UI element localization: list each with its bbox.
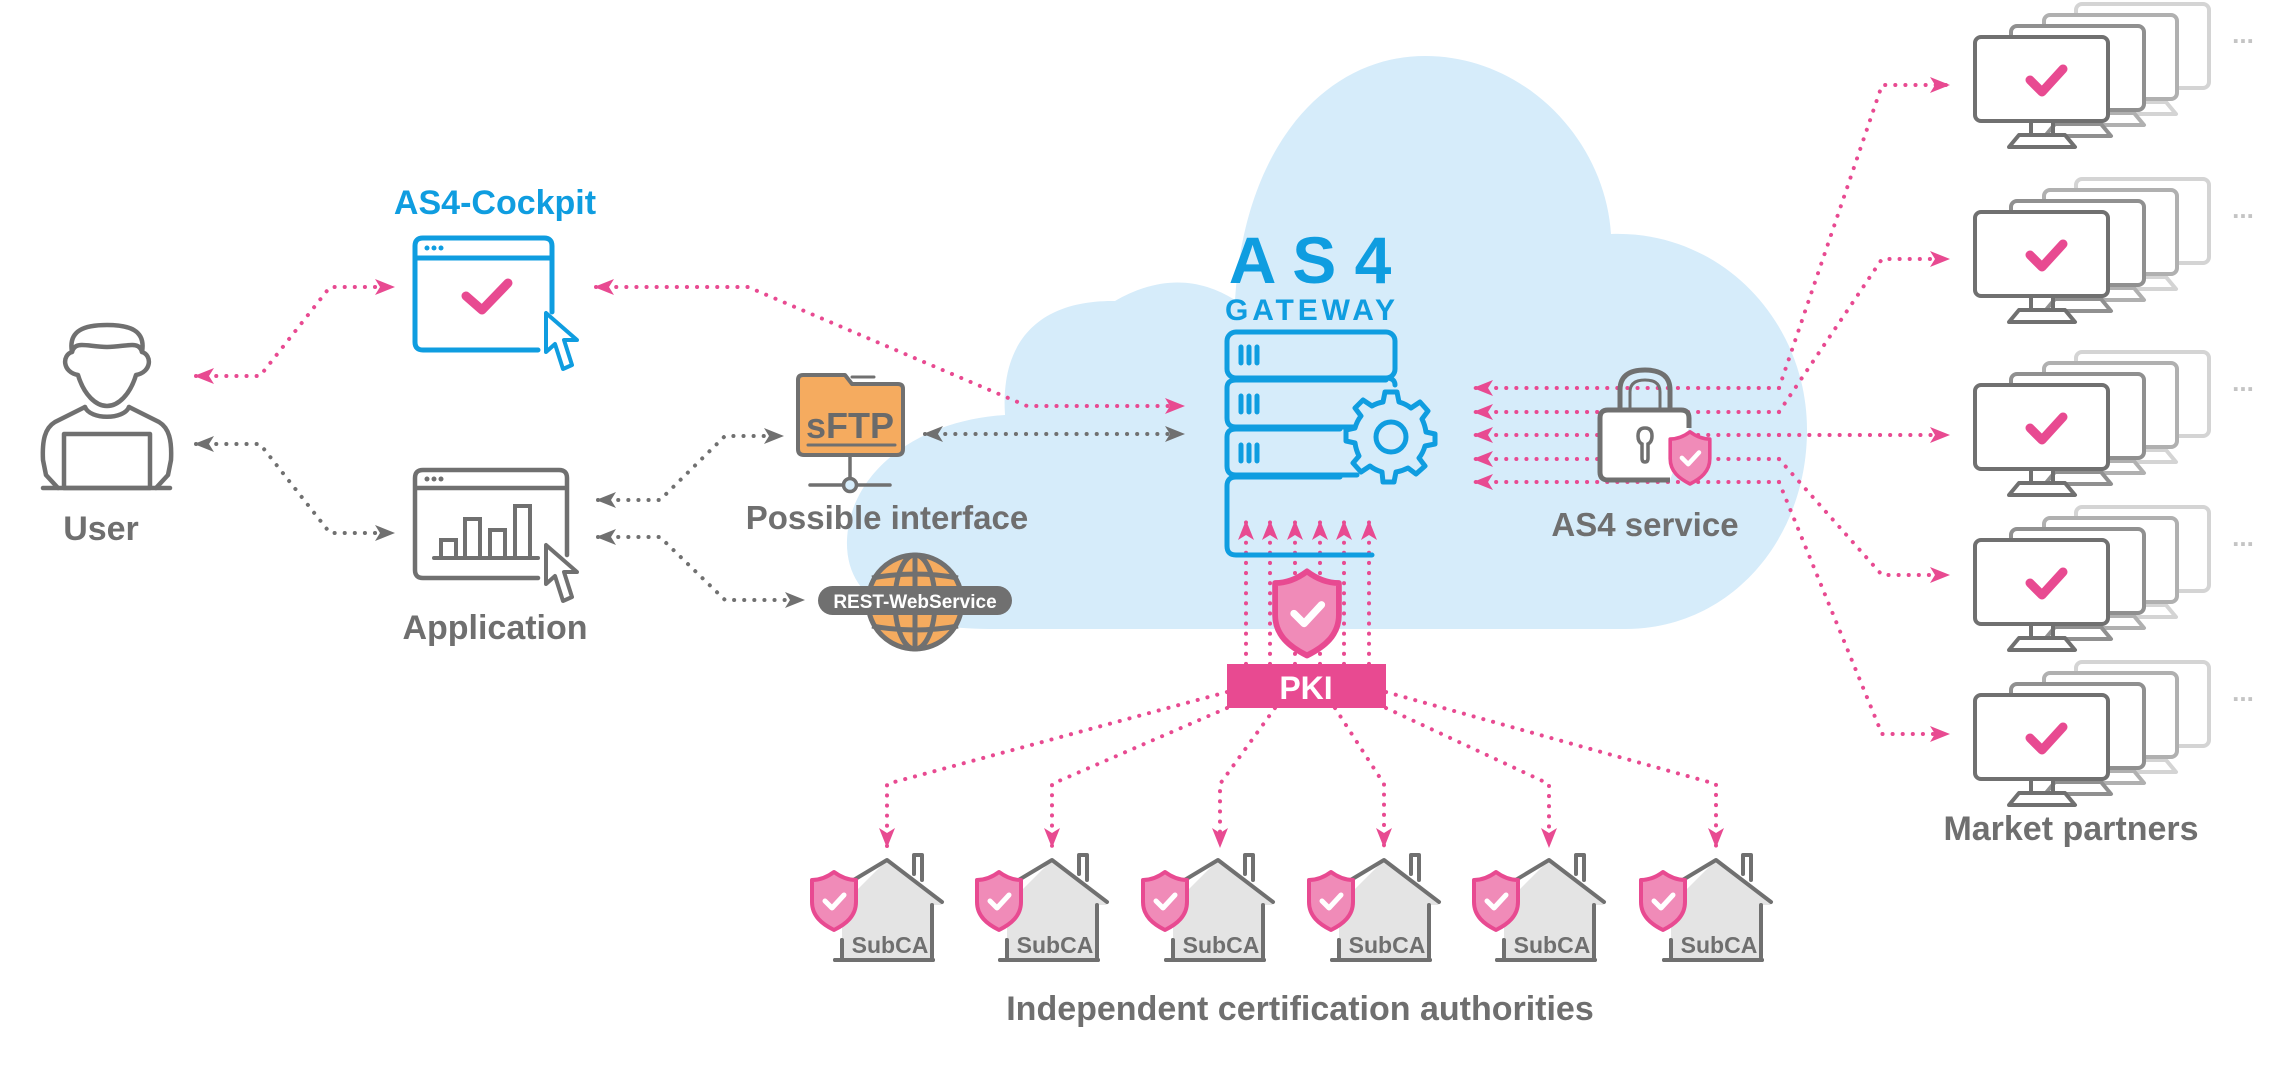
market-partner-item[interactable]: ... <box>1973 505 2254 652</box>
market-partners: ............... <box>1973 2 2254 807</box>
cloud-background <box>846 56 1807 629</box>
pki-subca-link-4 <box>1333 706 1392 848</box>
pki-box <box>1227 664 1386 708</box>
service-partner-link-4 <box>1777 457 1950 583</box>
check-icon <box>2025 567 2068 600</box>
pki-subca-link-2 <box>1044 706 1229 848</box>
application-rest-link <box>596 529 805 608</box>
subca-item[interactable]: SubCA <box>1641 848 1773 962</box>
pki-subca-link-1 <box>879 690 1229 848</box>
as4-gateway-node[interactable]: A S 4 GATEWAY <box>1224 223 1438 558</box>
user-application-link <box>194 436 395 541</box>
sftp-text: sFTP <box>806 405 894 446</box>
shield-check-icon <box>977 872 1021 930</box>
pki-subca-link-5 <box>1384 706 1557 848</box>
market-partner-item[interactable]: ... <box>1973 660 2254 807</box>
subca-item[interactable]: SubCA <box>812 848 944 962</box>
subca-label: SubCA <box>852 932 929 958</box>
browser-window-bar-chart-icon <box>412 467 579 603</box>
gateway-title: A S 4 <box>1229 223 1392 297</box>
cockpit-title: AS4-Cockpit <box>394 184 596 222</box>
rest-pill <box>818 586 1012 615</box>
service-partner-link-1 <box>1777 77 1950 390</box>
application-sftp-link <box>596 428 784 508</box>
user-label: User <box>63 510 139 548</box>
shield-check-icon <box>1474 872 1518 930</box>
shield-check-icon <box>1309 872 1353 930</box>
market-partner-item[interactable]: ... <box>1973 350 2254 497</box>
service-partner-link-2 <box>1777 251 1950 414</box>
user-node[interactable]: User <box>40 322 174 548</box>
padlock-shield-icon <box>1597 367 1710 484</box>
market-partners-label: Market partners <box>1943 810 2198 848</box>
user-cockpit-link <box>194 279 395 384</box>
application-label: Application <box>402 609 587 647</box>
check-icon <box>2025 64 2068 97</box>
more-indicator: ... <box>2232 19 2254 49</box>
shield-check-icon <box>812 872 856 930</box>
possible-interface-label: Possible interface <box>746 499 1028 536</box>
as4-service-label: AS4 service <box>1551 506 1738 543</box>
check-icon <box>2025 412 2068 445</box>
pki-subca-link-3 <box>1212 706 1277 848</box>
check-icon <box>2025 239 2068 272</box>
certification-authorities: SubCA SubCA SubCA SubCA SubCA SubCA Inde… <box>812 848 1773 1028</box>
shield-check-icon <box>1275 571 1339 655</box>
market-partner-item[interactable]: ... <box>1973 2 2254 149</box>
more-indicator: ... <box>2232 522 2254 552</box>
subca-item[interactable]: SubCA <box>1143 848 1275 962</box>
subca-item[interactable]: SubCA <box>977 848 1109 962</box>
shield-check-icon <box>1143 872 1187 930</box>
check-icon <box>2025 722 2068 755</box>
rest-text: REST-WebService <box>833 592 996 613</box>
subca-item[interactable]: SubCA <box>1309 848 1441 962</box>
cockpit-node[interactable]: AS4-Cockpit <box>394 184 596 371</box>
browser-window-check-icon <box>412 235 579 371</box>
subca-label: SubCA <box>1681 932 1758 958</box>
shield-check-icon <box>1641 872 1685 930</box>
application-node[interactable]: Application <box>402 467 588 647</box>
cockpit-gateway-link <box>594 279 1185 414</box>
pki-node[interactable]: PKI <box>1227 571 1386 708</box>
subca-label: SubCA <box>1183 932 1260 958</box>
rest-webservice-interface[interactable]: REST-WebService <box>818 552 1012 652</box>
as4-service-node[interactable]: AS4 service <box>1551 367 1739 543</box>
more-indicator: ... <box>2232 367 2254 397</box>
server-gear-icon <box>1224 329 1438 558</box>
market-partner-item[interactable]: ... <box>1973 177 2254 324</box>
subca-label: SubCA <box>1349 932 1426 958</box>
certification-authorities-label: Independent certification authorities <box>1006 990 1594 1028</box>
pki-subca-link-6 <box>1384 690 1724 848</box>
subca-label: SubCA <box>1017 932 1094 958</box>
pki-label: PKI <box>1279 670 1332 706</box>
service-partner-link-5 <box>1777 480 1950 742</box>
user-icon <box>40 322 174 491</box>
subca-item[interactable]: SubCA <box>1474 848 1606 962</box>
sftp-interface[interactable]: sFTP <box>796 373 905 494</box>
gateway-subtitle: GATEWAY <box>1225 294 1395 327</box>
folder-network-icon <box>796 373 905 494</box>
more-indicator: ... <box>2232 194 2254 224</box>
more-indicator: ... <box>2232 677 2254 707</box>
subca-label: SubCA <box>1514 932 1591 958</box>
